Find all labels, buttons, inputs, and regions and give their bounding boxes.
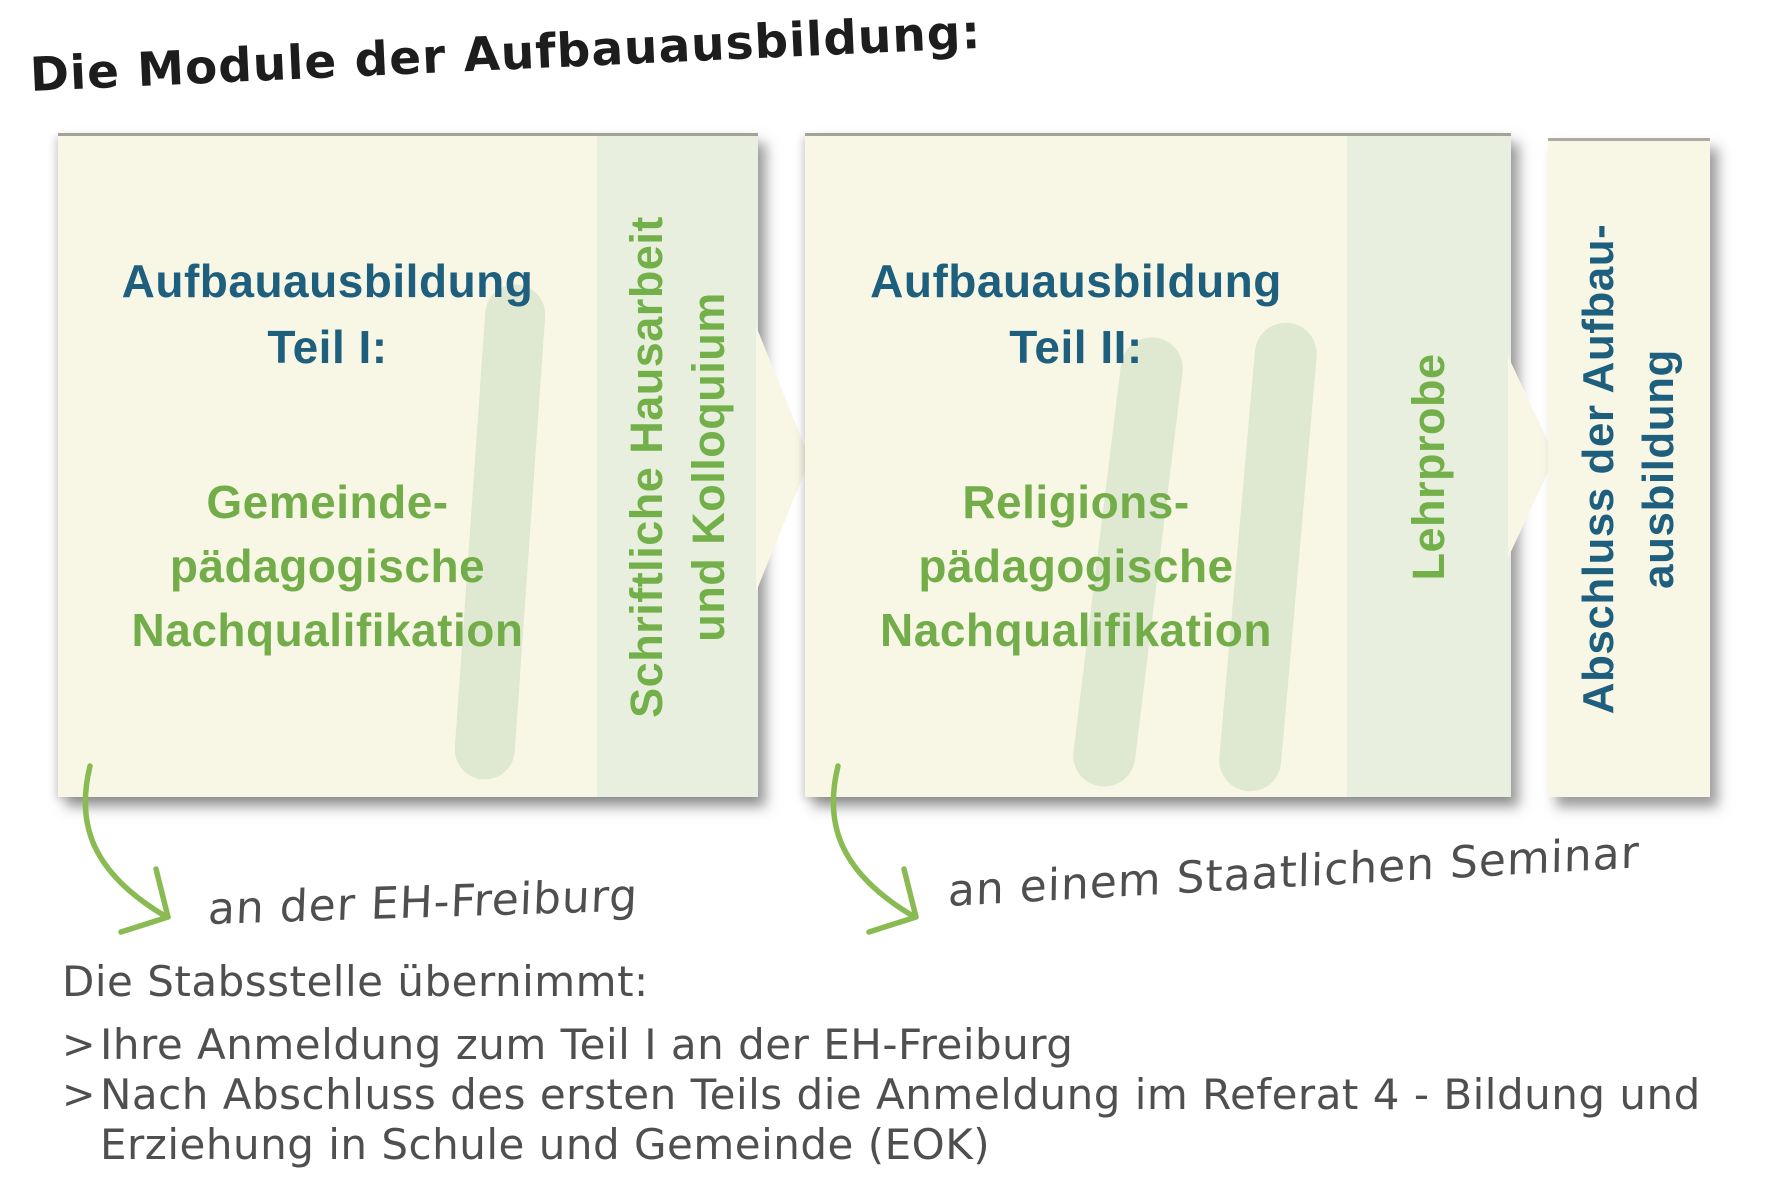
module-2-body-line-1: Religions- [962,476,1190,528]
module-2-content: Aufbauausbildung Teil II: Religions- päd… [805,136,1347,797]
exam-strip-hausarbeit-line-2: und Kolloquium [682,291,734,642]
module-1-body-line-1: Gemeinde- [206,476,449,528]
bullet-marker-icon: > [62,1072,97,1118]
footer-bullet-2-line-2: Erziehung in Schule und Gemeinde (EOK) [100,1120,991,1169]
note-seminar: an einem Staatlichen Seminar [947,827,1641,918]
module-2-heading-line-1: Aufbauausbildung [870,255,1282,307]
footer-bullet-2-text: Nach Abschluss des ersten Teils die Anme… [100,1070,1701,1170]
footer-block: Die Stabsstelle übernimmt: > Ihre Anmeld… [62,958,1702,1170]
diagram-title: Die Module der Aufbauausbildung: [28,4,983,103]
footer-bullet-2-line-1: Nach Abschluss des ersten Teils die Anme… [100,1070,1701,1119]
module-1-body-line-2: pädagogische [169,540,486,592]
module-1-heading-line-2: Teil I: [267,321,388,373]
curved-arrow-seminar-icon [830,763,919,935]
module-1-heading: Aufbauausbildung Teil I: [58,248,597,380]
module-1-body: Gemeinde- pädagogische Nachqualifikation [58,470,597,662]
bullet-marker-icon: > [62,1022,97,1068]
module-box-teil-1: Aufbauausbildung Teil I: Gemeinde- pädag… [58,133,758,797]
module-1-body-line-3: Nachqualifikation [131,604,524,656]
flow-arrow-1-icon [756,326,810,592]
note-eh-freiburg: an der EH-Freiburg [207,870,640,936]
footer-bullet-1-text: Ihre Anmeldung zum Teil I an der EH-Frei… [100,1020,1073,1070]
final-box-line-2: ausbildung [1634,349,1683,589]
exam-strip-hausarbeit: Schriftliche Hausarbeit und Kolloquium [597,136,758,797]
exam-strip-hausarbeit-line-1: Schriftliche Hausarbeit [620,215,672,718]
module-2-heading: Aufbauausbildung Teil II: [805,248,1347,380]
footer-bullet-2: > Nach Abschluss des ersten Teils die An… [62,1070,1702,1170]
module-1-heading-line-1: Aufbauausbildung [121,255,534,307]
module-2-body: Religions- pädagogische Nachqualifikatio… [805,470,1347,662]
module-2-body-line-3: Nachqualifikation [880,604,1272,656]
exam-strip-lehrprobe: Lehrprobe [1347,136,1511,797]
module-box-teil-2: Aufbauausbildung Teil II: Religions- päd… [805,133,1511,797]
module-1-content: Aufbauausbildung Teil I: Gemeinde- pädag… [58,136,597,797]
exam-strip-hausarbeit-label: Schriftliche Hausarbeit und Kolloquium [616,137,740,797]
curved-arrow-eh-freiburg-icon [82,763,171,935]
final-box-label: Abschluss der Aufbau- ausbildung [1569,154,1689,784]
final-box-line-1: Abschluss der Aufbau- [1574,223,1623,715]
footer-bullet-1-line-1: Ihre Anmeldung zum Teil I an der EH-Frei… [100,1020,1074,1069]
footer-bullet-1: > Ihre Anmeldung zum Teil I an der EH-Fr… [62,1020,1702,1070]
exam-strip-lehrprobe-line-1: Lehrprobe [1403,352,1454,581]
module-2-heading-line-2: Teil II: [1009,321,1143,373]
module-2-body-line-2: pädagogische [918,540,1234,592]
exam-strip-lehrprobe-label: Lehrprobe [1398,137,1460,797]
footer-heading: Die Stabsstelle übernimmt: [62,957,649,1006]
final-box-abschluss: Abschluss der Aufbau- ausbildung [1548,138,1710,797]
